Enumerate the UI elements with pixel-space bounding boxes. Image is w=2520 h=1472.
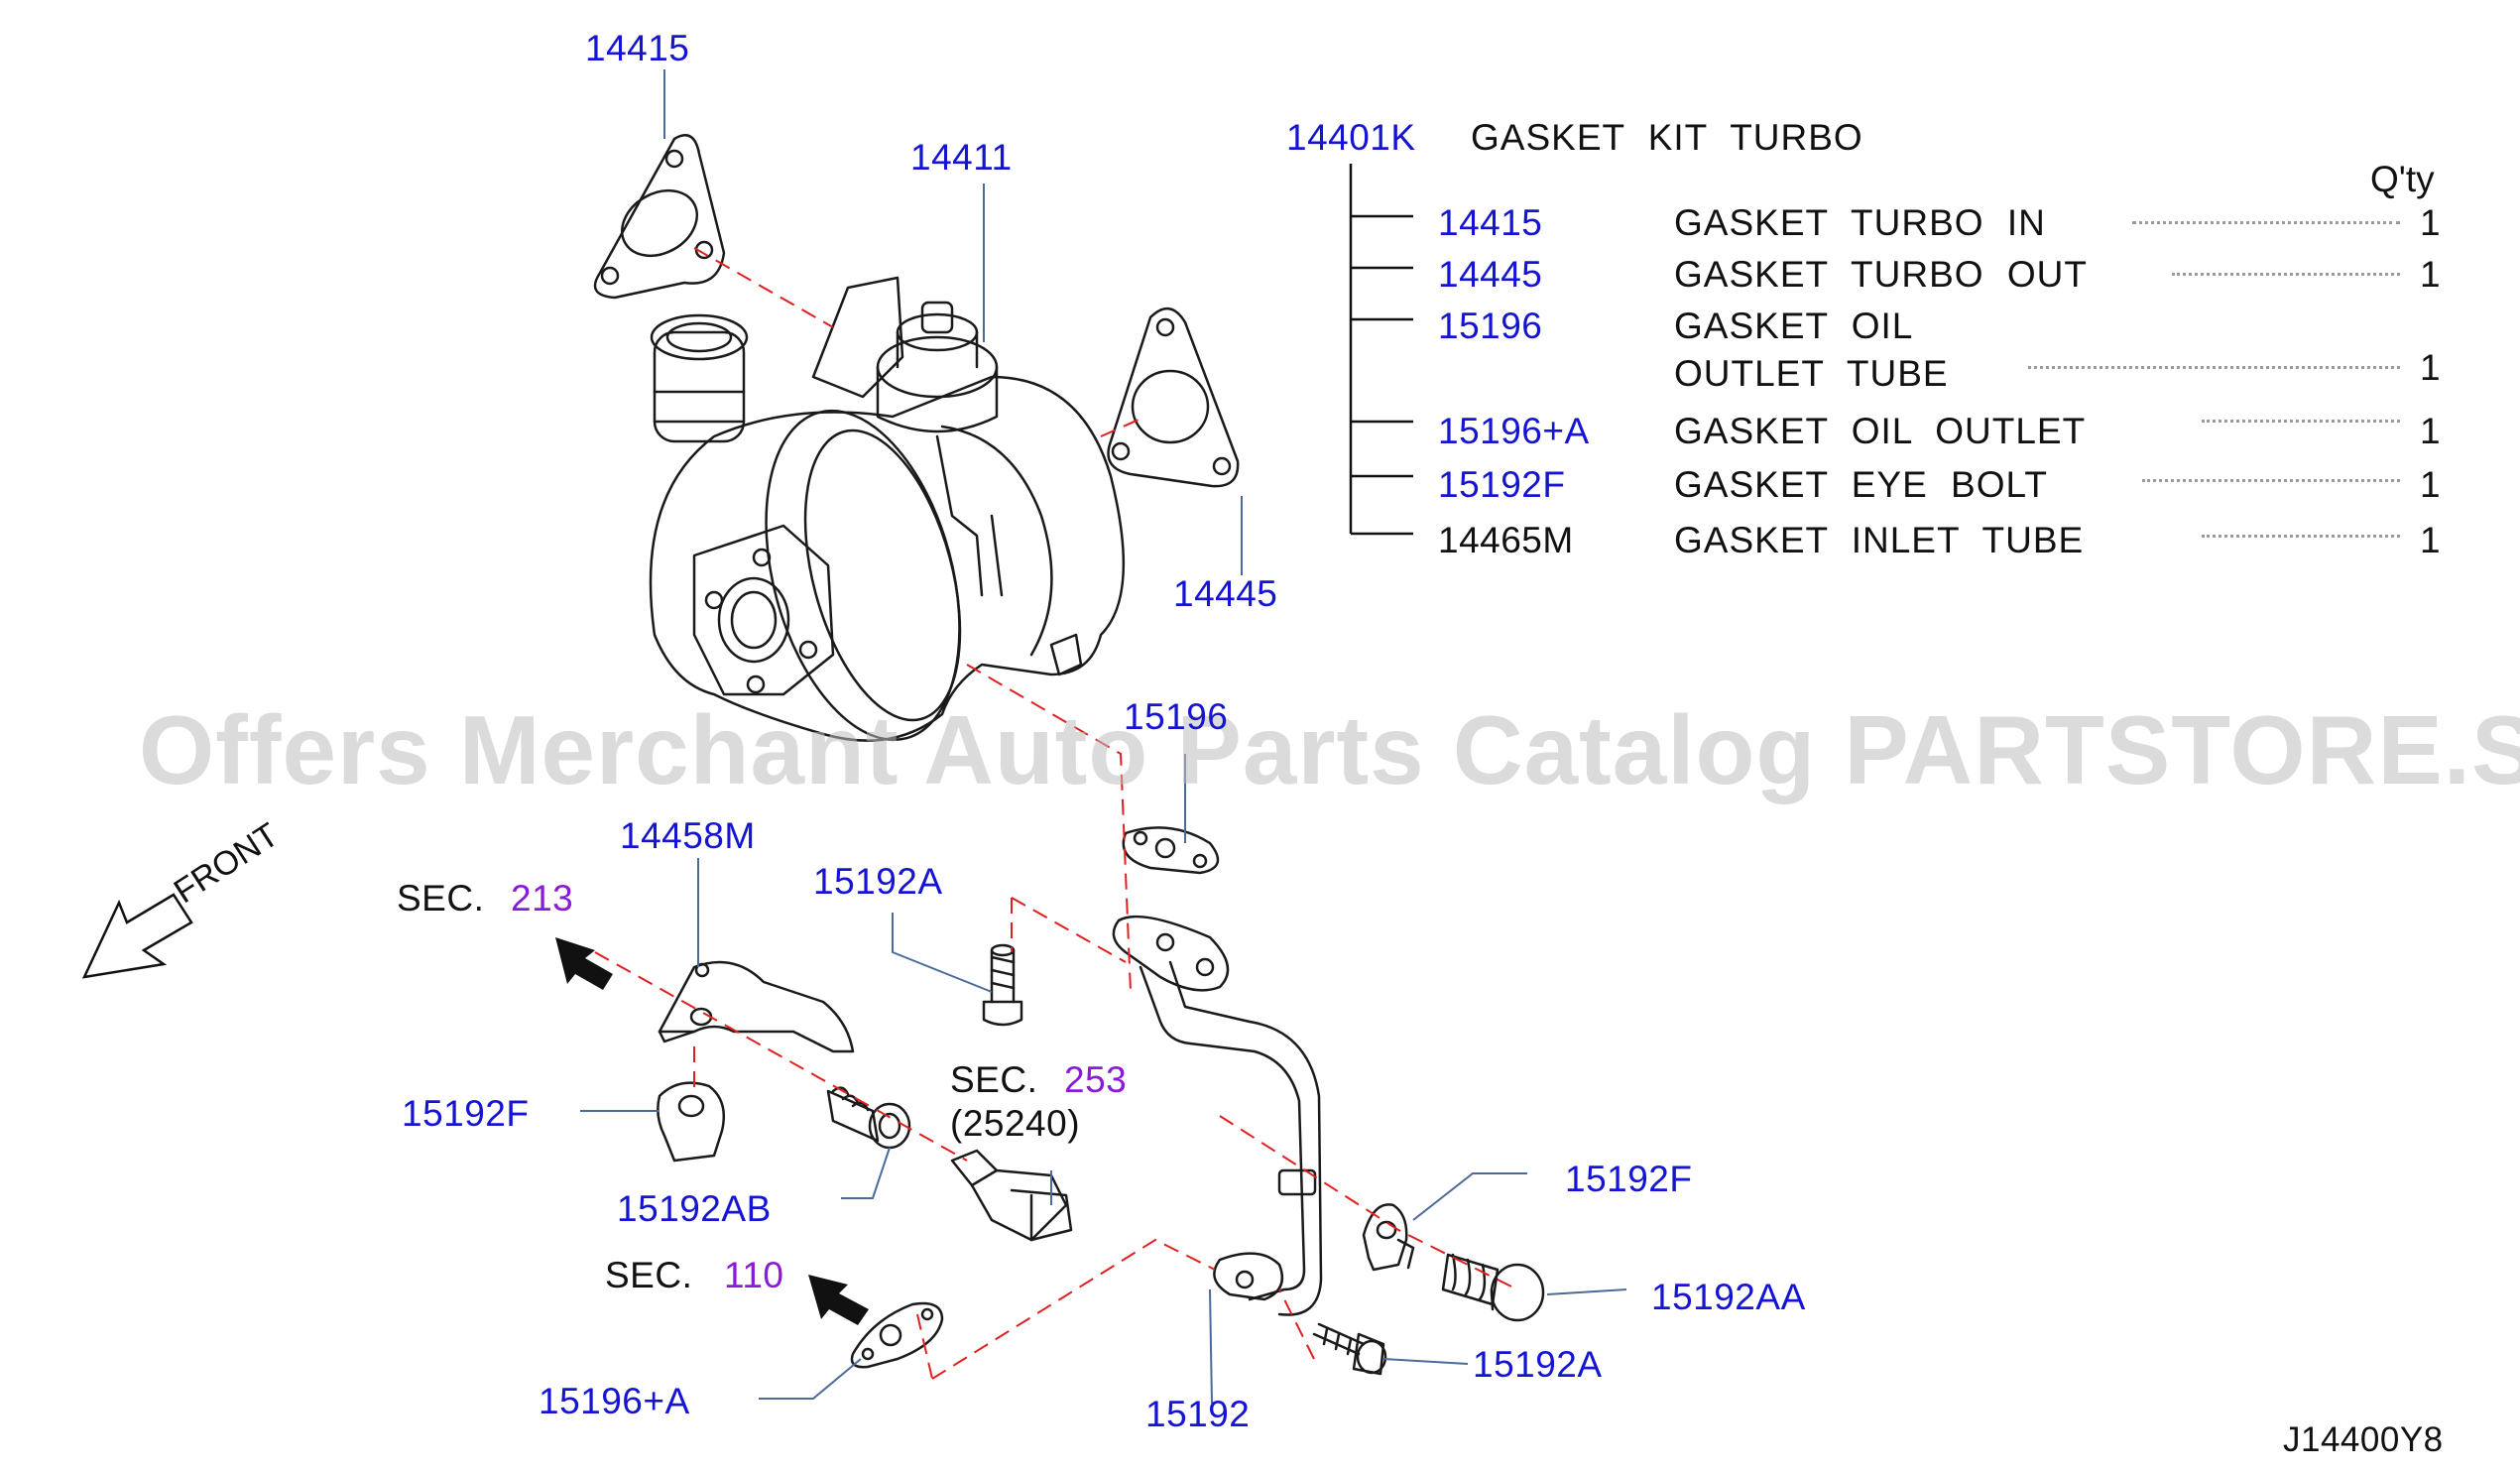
gasket-turbo-in bbox=[593, 134, 726, 300]
callout-15192F-left[interactable]: 15192F bbox=[402, 1093, 530, 1134]
arrow-sec-110 bbox=[808, 1275, 869, 1325]
kit-item-desc: GASKET TURBO IN bbox=[1674, 202, 2046, 243]
sec-110-number[interactable]: 110 bbox=[724, 1255, 784, 1295]
kit-item-number[interactable]: 15196+A bbox=[1438, 411, 1590, 451]
callout-15192AB[interactable]: 15192AB bbox=[617, 1188, 772, 1229]
kit-item-number[interactable]: 14465M bbox=[1438, 520, 1574, 560]
kit-item-number[interactable]: 14415 bbox=[1438, 202, 1543, 243]
bracket-15192AB bbox=[657, 1081, 726, 1163]
heat-shield bbox=[658, 960, 855, 1053]
kit-item-desc: GASKET OIL OUTLET bbox=[1674, 411, 2087, 451]
arrow-sec-213 bbox=[555, 937, 613, 990]
kit-item-qty: 1 bbox=[2420, 254, 2441, 295]
kit-name: GASKET KIT TURBO bbox=[1471, 117, 1863, 158]
bolt-15192A-top bbox=[982, 943, 1023, 1027]
kit-item-number[interactable]: 15192F bbox=[1438, 464, 1566, 505]
dot-leader bbox=[2202, 532, 2400, 538]
dot-leader bbox=[2142, 476, 2400, 482]
kit-item-number[interactable]: 15196 bbox=[1438, 306, 1543, 346]
sec-213-prefix: SEC. bbox=[397, 878, 485, 919]
callout-15192AA[interactable]: 15192AA bbox=[1651, 1277, 1806, 1317]
bolt-15192A-bottom bbox=[1312, 1322, 1387, 1376]
callout-15192F-right[interactable]: 15192F bbox=[1565, 1159, 1693, 1199]
kit-item-desc: GASKET TURBO OUT bbox=[1674, 254, 2088, 295]
kit-item-qty: 1 bbox=[2420, 202, 2441, 243]
oil-pressure-switch bbox=[950, 1149, 1073, 1242]
kit-item-qty: 1 bbox=[2420, 411, 2441, 451]
diagram-code: J14400Y8 bbox=[2283, 1420, 2444, 1459]
qty-header: Q'ty bbox=[2370, 159, 2435, 199]
callout-15192A-bottom[interactable]: 15192A bbox=[1473, 1344, 1603, 1385]
callout-14415[interactable]: 14415 bbox=[585, 28, 690, 68]
sec-253-number[interactable]: 253 bbox=[1064, 1059, 1128, 1100]
kit-item-desc: GASKET INLET TUBE bbox=[1674, 520, 2085, 560]
callout-15192A-top[interactable]: 15192A bbox=[813, 861, 943, 902]
watermark: Offers Merchant Auto Parts Catalog PARTS… bbox=[139, 695, 2520, 804]
dot-leader bbox=[2132, 218, 2400, 224]
dot-leader bbox=[2172, 270, 2400, 276]
turbocharger bbox=[649, 276, 1126, 742]
gasket-eye-bolt-right bbox=[1362, 1203, 1415, 1272]
kit-item-desc: GASKET OIL bbox=[1674, 306, 1914, 346]
callout-15196-A[interactable]: 15196+A bbox=[539, 1381, 690, 1421]
callout-14445[interactable]: 14445 bbox=[1173, 573, 1278, 614]
sec-213-number[interactable]: 213 bbox=[511, 878, 574, 919]
gasket-turbo-out bbox=[1107, 307, 1240, 488]
callout-14458M[interactable]: 14458M bbox=[620, 815, 756, 856]
kit-number[interactable]: 14401K bbox=[1286, 117, 1416, 158]
eye-bolt-left bbox=[826, 1086, 911, 1150]
kit-item-number[interactable]: 14445 bbox=[1438, 254, 1543, 295]
sec-110-prefix: SEC. bbox=[605, 1255, 693, 1295]
kit-item-qty: 1 bbox=[2420, 347, 2441, 388]
kit-item-qty: 1 bbox=[2420, 520, 2441, 560]
callout-14411[interactable]: 14411 bbox=[910, 137, 1013, 178]
sec-253-prefix: SEC. bbox=[950, 1059, 1038, 1100]
gasket-oil-outlet-bottom bbox=[850, 1301, 944, 1369]
dot-leader bbox=[2202, 417, 2400, 423]
kit-item-desc-line2: OUTLET TUBE bbox=[1674, 353, 1949, 394]
sec-253-sub: (25240) bbox=[950, 1103, 1081, 1144]
kit-item-qty: 1 bbox=[2420, 464, 2441, 505]
callout-15192[interactable]: 15192 bbox=[1145, 1394, 1251, 1434]
eye-bolt-right bbox=[1441, 1253, 1545, 1322]
kit-item-desc: GASKET EYE BOLT bbox=[1674, 464, 2048, 505]
dot-leader bbox=[2028, 363, 2400, 369]
oil-outlet-tube bbox=[1112, 915, 1323, 1316]
callout-15196[interactable]: 15196 bbox=[1124, 696, 1229, 737]
gasket-oil-outlet-tube bbox=[1122, 826, 1220, 875]
front-arrow bbox=[81, 893, 193, 979]
